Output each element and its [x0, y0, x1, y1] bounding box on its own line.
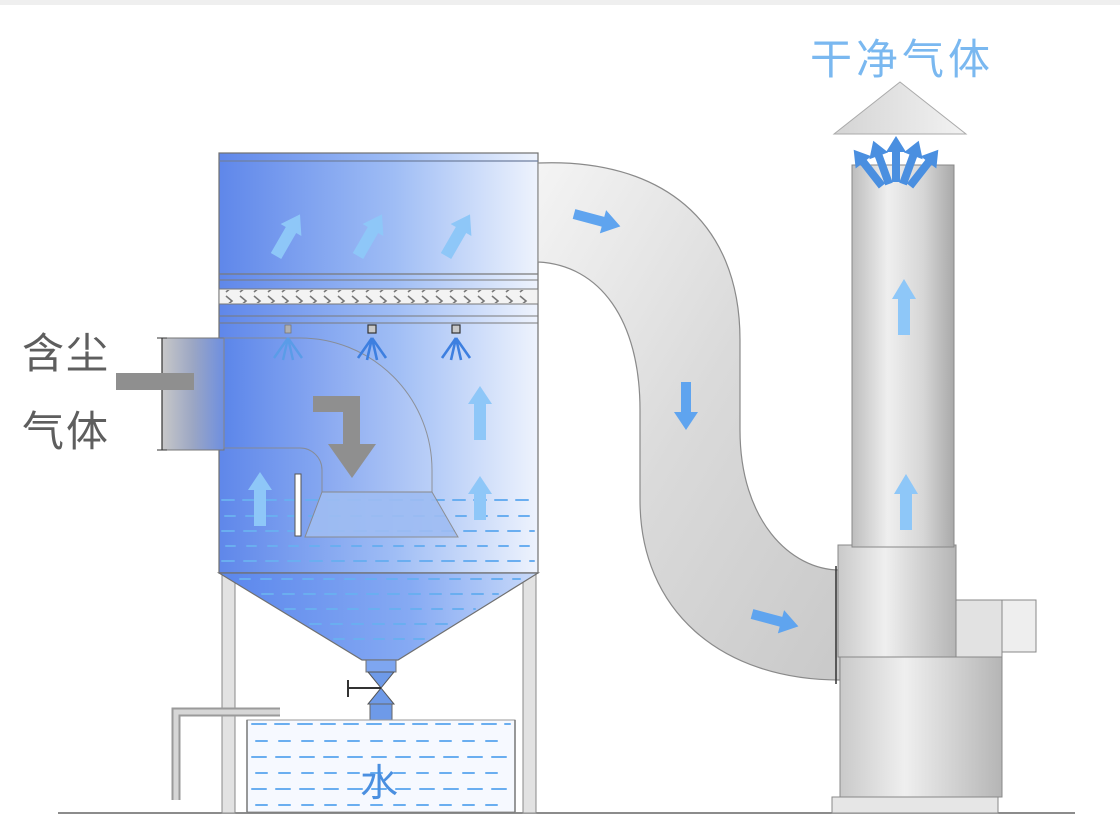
inlet-label-line1: 含尘: [22, 329, 111, 378]
water-label: 水: [360, 761, 399, 805]
stack-flow-arrows: [892, 279, 918, 530]
inlet-duct: [116, 337, 459, 538]
nozzle: [273, 324, 303, 361]
duct-flow-arrows: [572, 209, 799, 634]
spray-nozzles: [273, 324, 472, 361]
outlet-label: 干净气体: [810, 35, 995, 84]
bent-flow-arrow: [313, 396, 376, 478]
inlet-label-line2: 气体: [22, 407, 111, 456]
water-basin: [171, 707, 516, 813]
nozzle: [356, 324, 388, 361]
fan-unit: [831, 544, 1037, 814]
nozzle: [440, 324, 472, 361]
inlet-arrow: [116, 373, 194, 390]
tank-flow-arrows: [248, 214, 492, 526]
exhaust-stack: [832, 81, 968, 548]
top-border: [0, 0, 1120, 5]
